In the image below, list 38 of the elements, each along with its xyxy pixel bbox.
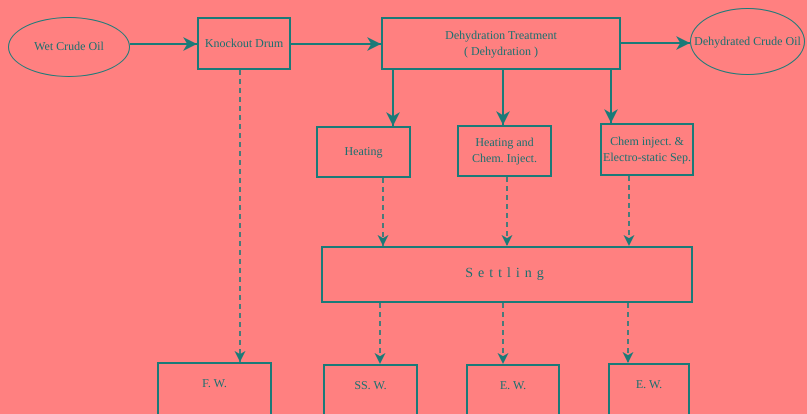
process-box	[381, 17, 621, 70]
node-label: Wet Crude Oil	[34, 39, 104, 55]
process-box	[457, 125, 552, 177]
process-box	[321, 246, 693, 303]
arrow	[501, 177, 513, 246]
process-box	[600, 123, 694, 176]
node-label: SS. W.	[354, 378, 387, 394]
process-box	[466, 364, 560, 414]
node-label: Dehydration Treatment	[445, 28, 557, 44]
arrow	[496, 70, 510, 125]
arrow	[621, 36, 690, 50]
arrow	[374, 303, 386, 364]
node-label: ( Dehydration )	[464, 44, 538, 60]
arrow	[604, 70, 618, 123]
arrow	[130, 37, 197, 51]
node-label: E. W.	[636, 377, 662, 393]
node-label: Chem inject. & Electro-static Sep.	[602, 134, 692, 166]
process-box	[323, 364, 418, 414]
terminal-ellipse	[8, 17, 130, 77]
process-box	[316, 126, 411, 178]
node-label: Heating and Chem. Inject.	[471, 135, 538, 167]
arrow	[622, 303, 634, 363]
process-box	[608, 363, 690, 414]
arrow	[623, 176, 635, 246]
node-label: Dehydrated Crude Oil	[694, 34, 801, 50]
node-label: E. W.	[500, 378, 526, 394]
process-box	[157, 362, 272, 414]
arrow	[497, 303, 509, 364]
node-label: F. W.	[202, 376, 227, 392]
arrow	[377, 178, 389, 246]
process-box	[197, 17, 291, 70]
node-label: Knockout Drum	[204, 36, 284, 52]
arrow	[291, 37, 381, 51]
terminal-ellipse	[690, 8, 805, 75]
arrow	[386, 70, 400, 126]
node-label: Heating	[344, 144, 382, 160]
arrow	[234, 70, 246, 362]
node-label: Settling	[465, 265, 549, 284]
